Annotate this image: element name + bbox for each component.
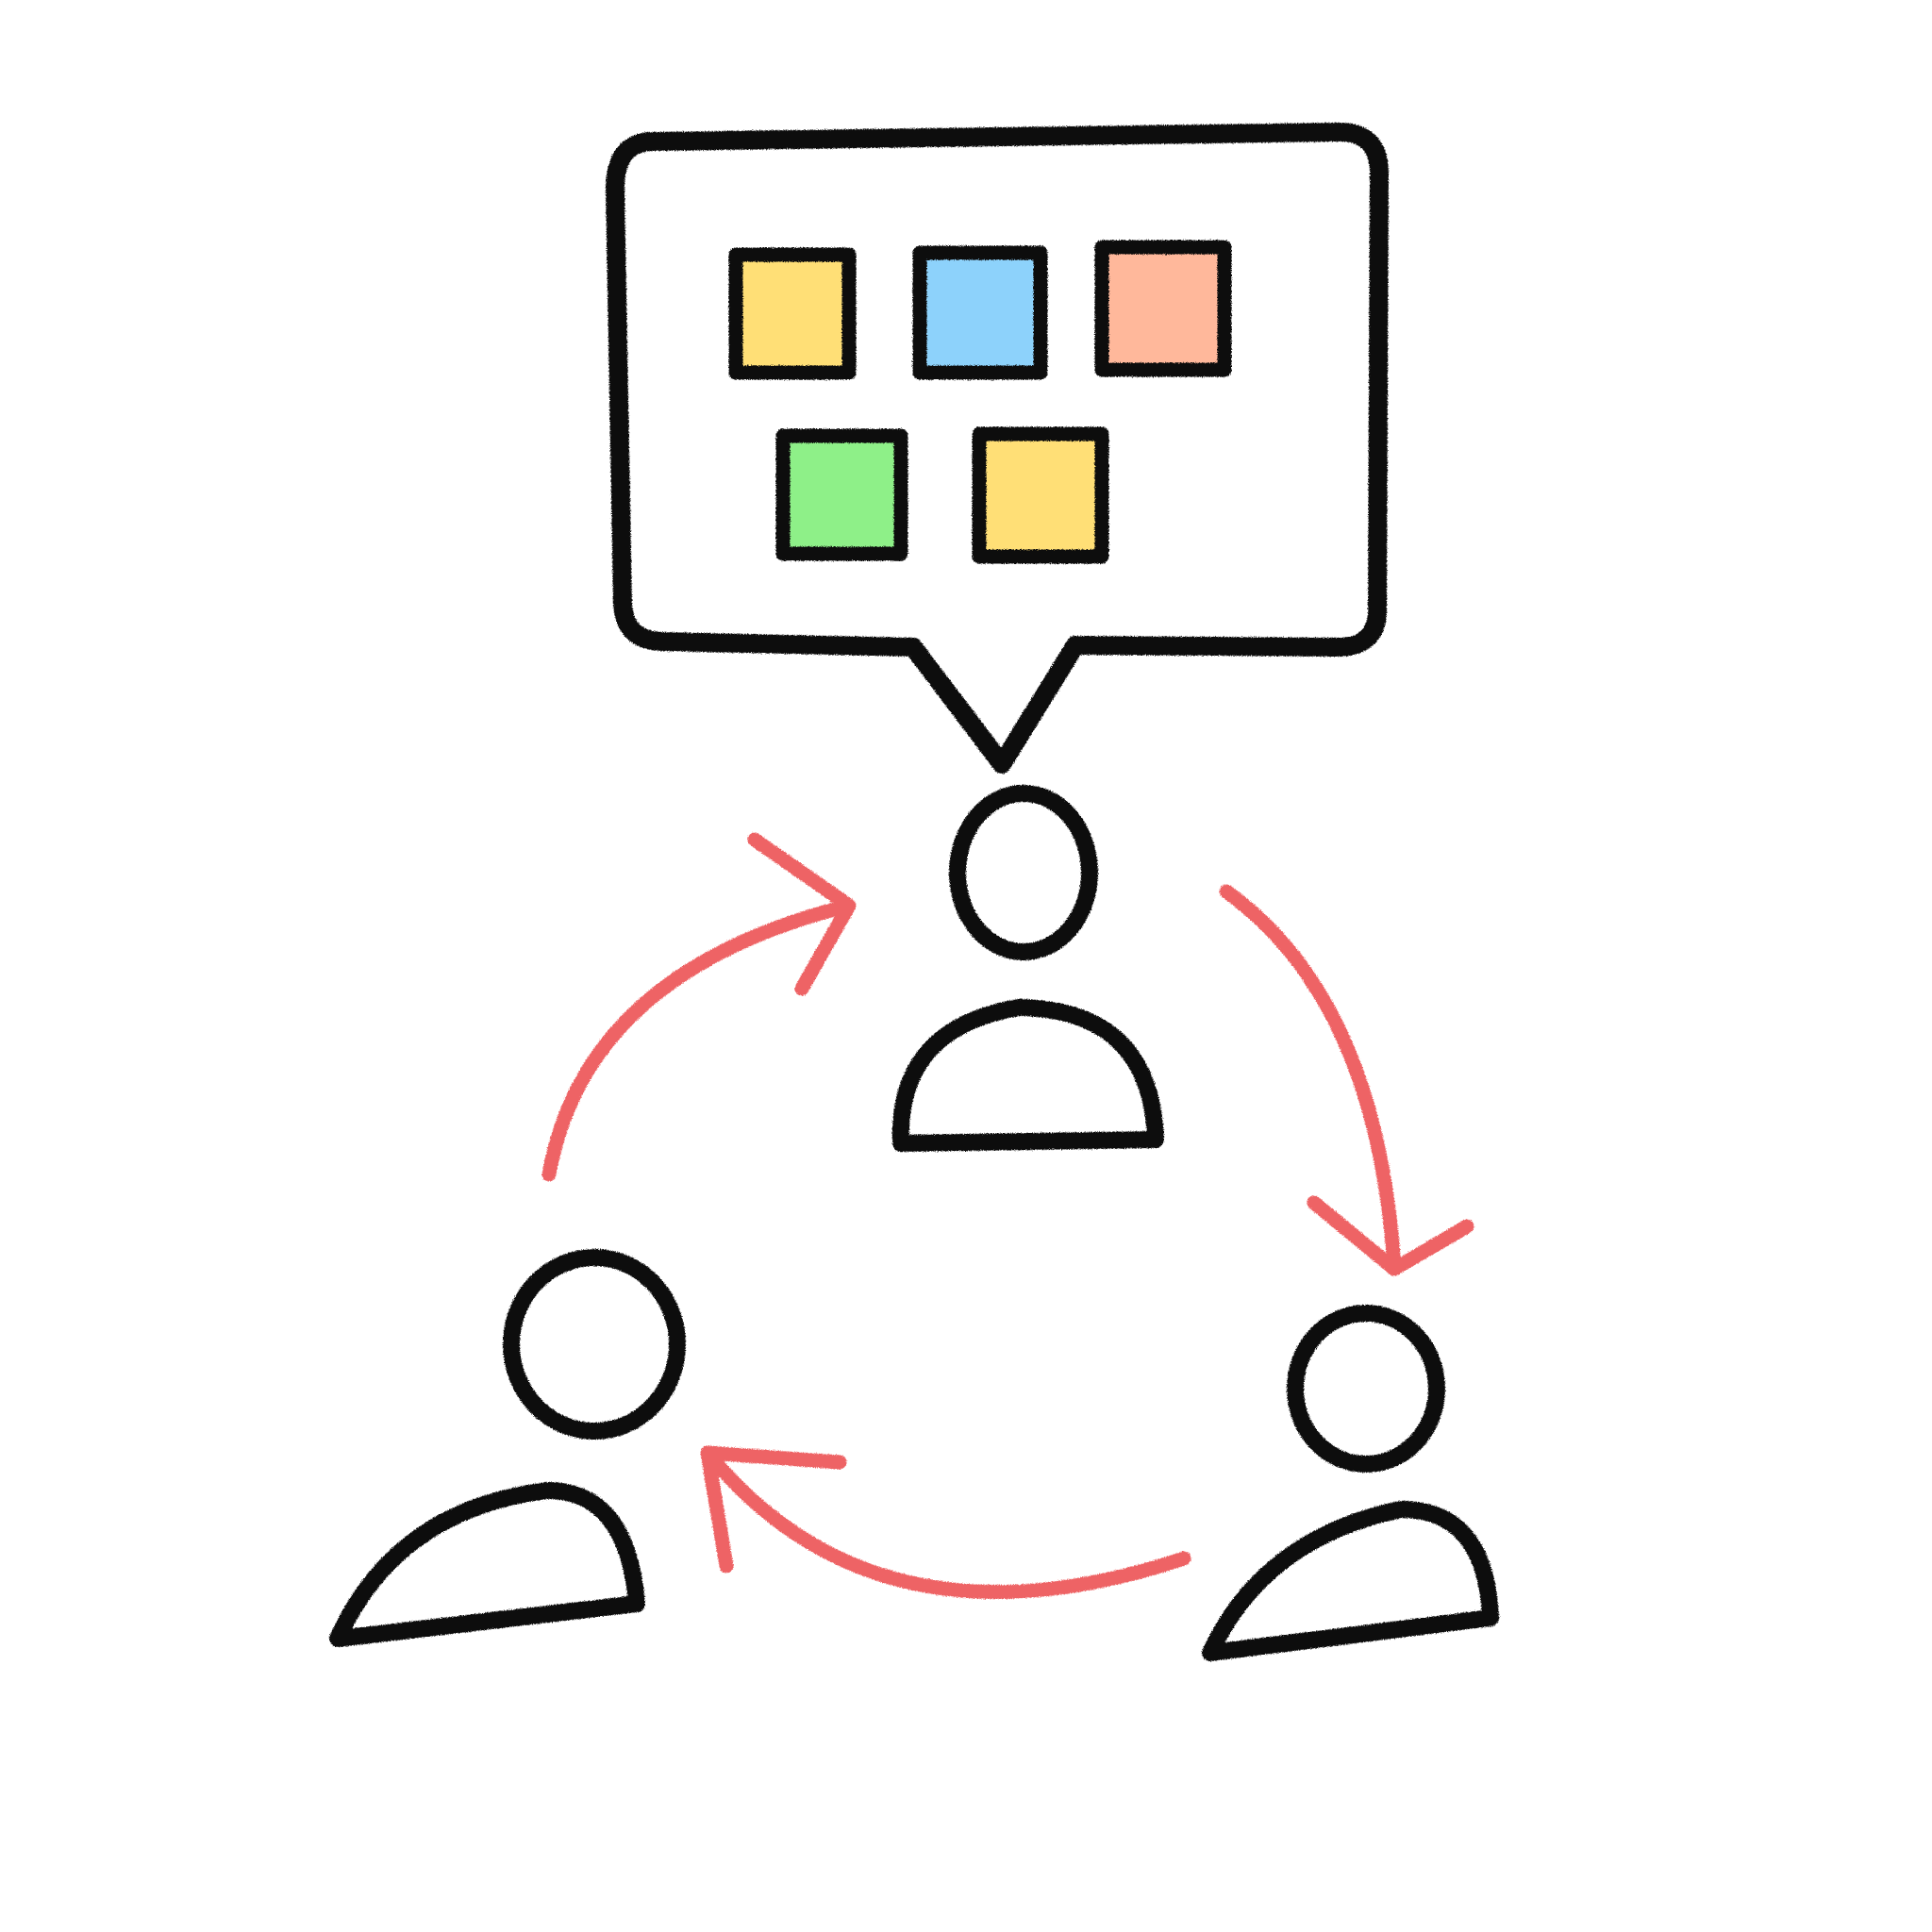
sticky-note-orange: [1094, 240, 1232, 377]
person-icon-bottom-left: [329, 1249, 686, 1647]
person-head-top: [949, 785, 1098, 960]
person-body-top: [891, 999, 1164, 1152]
curved-arrow-icon-top-to-right: [1219, 884, 1474, 1276]
curved-arrow-icon-right-to-left: [700, 1445, 1191, 1600]
sticky-note-green: [775, 428, 908, 561]
person-head-bottom-left: [503, 1249, 686, 1440]
person-body-bottom-left: [329, 1482, 645, 1647]
person-body-bottom-right: [1202, 1501, 1499, 1661]
sticky-note-yellow: [728, 247, 857, 380]
cycle-arrows: [541, 832, 1474, 1600]
sticky-note-blue: [912, 245, 1048, 380]
person-icon-top: [891, 785, 1164, 1152]
person-head-bottom-right: [1287, 1305, 1445, 1473]
sticky-note-yellow-2: [972, 426, 1109, 564]
speech-bubble-icon: [606, 123, 1389, 774]
person-icon-bottom-right: [1202, 1305, 1499, 1661]
curved-arrow-icon-left-to-top: [541, 832, 857, 1182]
